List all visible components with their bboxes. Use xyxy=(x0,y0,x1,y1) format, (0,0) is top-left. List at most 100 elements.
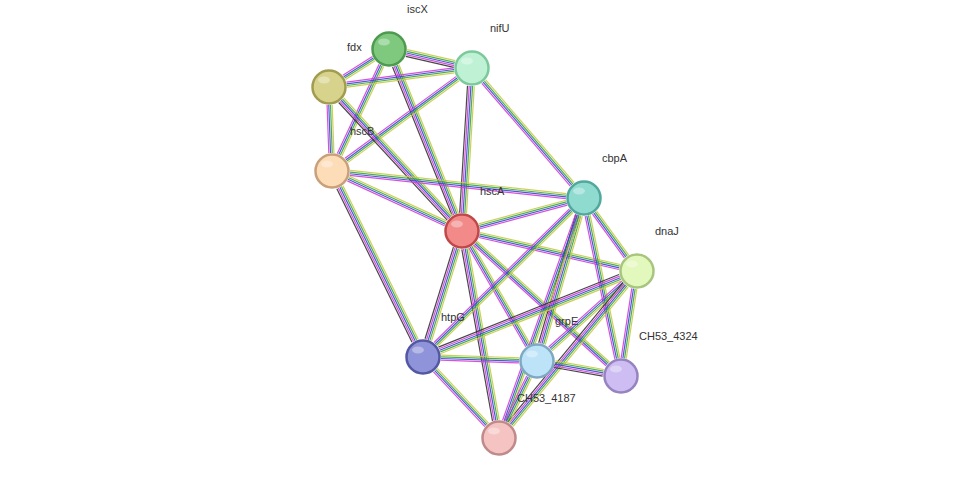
evidence-strand xyxy=(483,82,572,185)
protein-node: hscB xyxy=(314,153,350,189)
interaction-edge xyxy=(460,86,475,213)
interaction-edge xyxy=(343,56,375,79)
node-disc xyxy=(621,255,654,288)
protein-label: grpE xyxy=(555,315,578,328)
protein-node: iscX xyxy=(371,31,407,67)
protein-node: dnaJ xyxy=(619,253,655,289)
protein-label: CH53_4187 xyxy=(517,392,576,405)
evidence-strand xyxy=(554,368,603,377)
evidence-strand xyxy=(347,181,444,226)
evidence-strand xyxy=(544,216,581,344)
protein-label: CH53_4324 xyxy=(639,330,698,343)
protein-label: iscX xyxy=(407,3,428,16)
node-disc xyxy=(568,182,601,215)
node-circle xyxy=(603,358,639,394)
evidence-strand xyxy=(344,98,453,216)
evidence-strand xyxy=(345,59,375,78)
evidence-strand xyxy=(341,186,416,340)
evidence-strand xyxy=(441,360,519,363)
evidence-strand xyxy=(437,368,488,423)
evidence-strand xyxy=(508,283,623,422)
evidence-strand xyxy=(350,172,566,195)
interaction-edge xyxy=(554,361,604,376)
protein-node: fdx xyxy=(311,69,347,105)
node-circle xyxy=(311,69,347,105)
evidence-strand xyxy=(480,205,567,229)
node-highlight xyxy=(488,428,500,435)
evidence-strand xyxy=(479,202,566,226)
evidence-strand xyxy=(432,249,460,341)
node-disc xyxy=(521,345,554,378)
interaction-edge xyxy=(482,80,574,186)
evidence-strand xyxy=(594,213,626,257)
interaction-edge xyxy=(327,105,334,153)
evidence-strand xyxy=(513,287,628,426)
evidence-strand xyxy=(341,100,450,218)
evidence-strand xyxy=(597,211,629,255)
evidence-strand xyxy=(433,372,484,427)
node-highlight xyxy=(451,221,463,228)
node-disc xyxy=(407,341,440,374)
evidence-strand xyxy=(510,285,625,424)
node-circle xyxy=(481,420,517,456)
protein-label: fdx xyxy=(347,41,362,54)
interaction-edge xyxy=(350,170,567,198)
protein-node: CH53_4187 xyxy=(481,420,517,456)
evidence-strand xyxy=(480,234,620,266)
evidence-strand xyxy=(440,279,621,352)
node-highlight xyxy=(378,39,390,46)
interaction-edge xyxy=(549,281,626,351)
interaction-edge xyxy=(393,64,459,215)
node-disc xyxy=(313,71,346,104)
protein-label: hscB xyxy=(350,125,374,138)
evidence-strand xyxy=(344,58,374,77)
interaction-edge xyxy=(406,50,455,68)
protein-label: nifU xyxy=(490,22,510,35)
interaction-edge xyxy=(441,355,519,363)
node-disc xyxy=(316,155,349,188)
evidence-strand xyxy=(350,174,566,197)
evidence-strand xyxy=(482,83,571,186)
node-highlight xyxy=(461,58,473,65)
protein-node: htpG xyxy=(405,339,441,375)
evidence-strand xyxy=(425,247,453,339)
evidence-strand xyxy=(347,68,454,82)
node-highlight xyxy=(573,188,585,195)
node-highlight xyxy=(412,347,424,354)
evidence-strand xyxy=(343,56,373,75)
node-circle xyxy=(519,343,555,379)
interaction-edge xyxy=(433,368,488,426)
node-circle xyxy=(619,253,655,289)
node-circle xyxy=(444,213,480,249)
interaction-edge xyxy=(434,209,573,346)
interaction-edge xyxy=(438,275,621,354)
node-disc xyxy=(605,360,638,393)
interaction-edge xyxy=(539,214,583,344)
node-highlight xyxy=(526,351,538,358)
evidence-strand xyxy=(486,80,575,183)
evidence-strand xyxy=(545,216,582,344)
evidence-strand xyxy=(350,170,566,193)
protein-label: dnaJ xyxy=(655,225,679,238)
evidence-strand xyxy=(337,189,412,343)
evidence-strand xyxy=(327,105,329,153)
evidence-strand xyxy=(343,186,418,340)
protein-node: CH53_4324 xyxy=(603,358,639,394)
node-disc xyxy=(456,52,489,85)
evidence-strand xyxy=(623,289,634,358)
evidence-strand xyxy=(347,70,454,84)
node-circle xyxy=(454,50,490,86)
evidence-strand xyxy=(338,188,413,342)
evidence-strand xyxy=(595,212,627,256)
evidence-strand xyxy=(621,288,632,357)
evidence-strand xyxy=(463,86,471,213)
protein-node: cbpA xyxy=(566,180,602,216)
evidence-strand xyxy=(509,284,624,423)
evidence-strand xyxy=(554,366,603,375)
node-circle xyxy=(405,339,441,375)
evidence-strand xyxy=(350,175,566,198)
protein-label: cbpA xyxy=(602,152,627,165)
interaction-edge xyxy=(337,186,418,343)
interaction-edge xyxy=(347,68,455,87)
